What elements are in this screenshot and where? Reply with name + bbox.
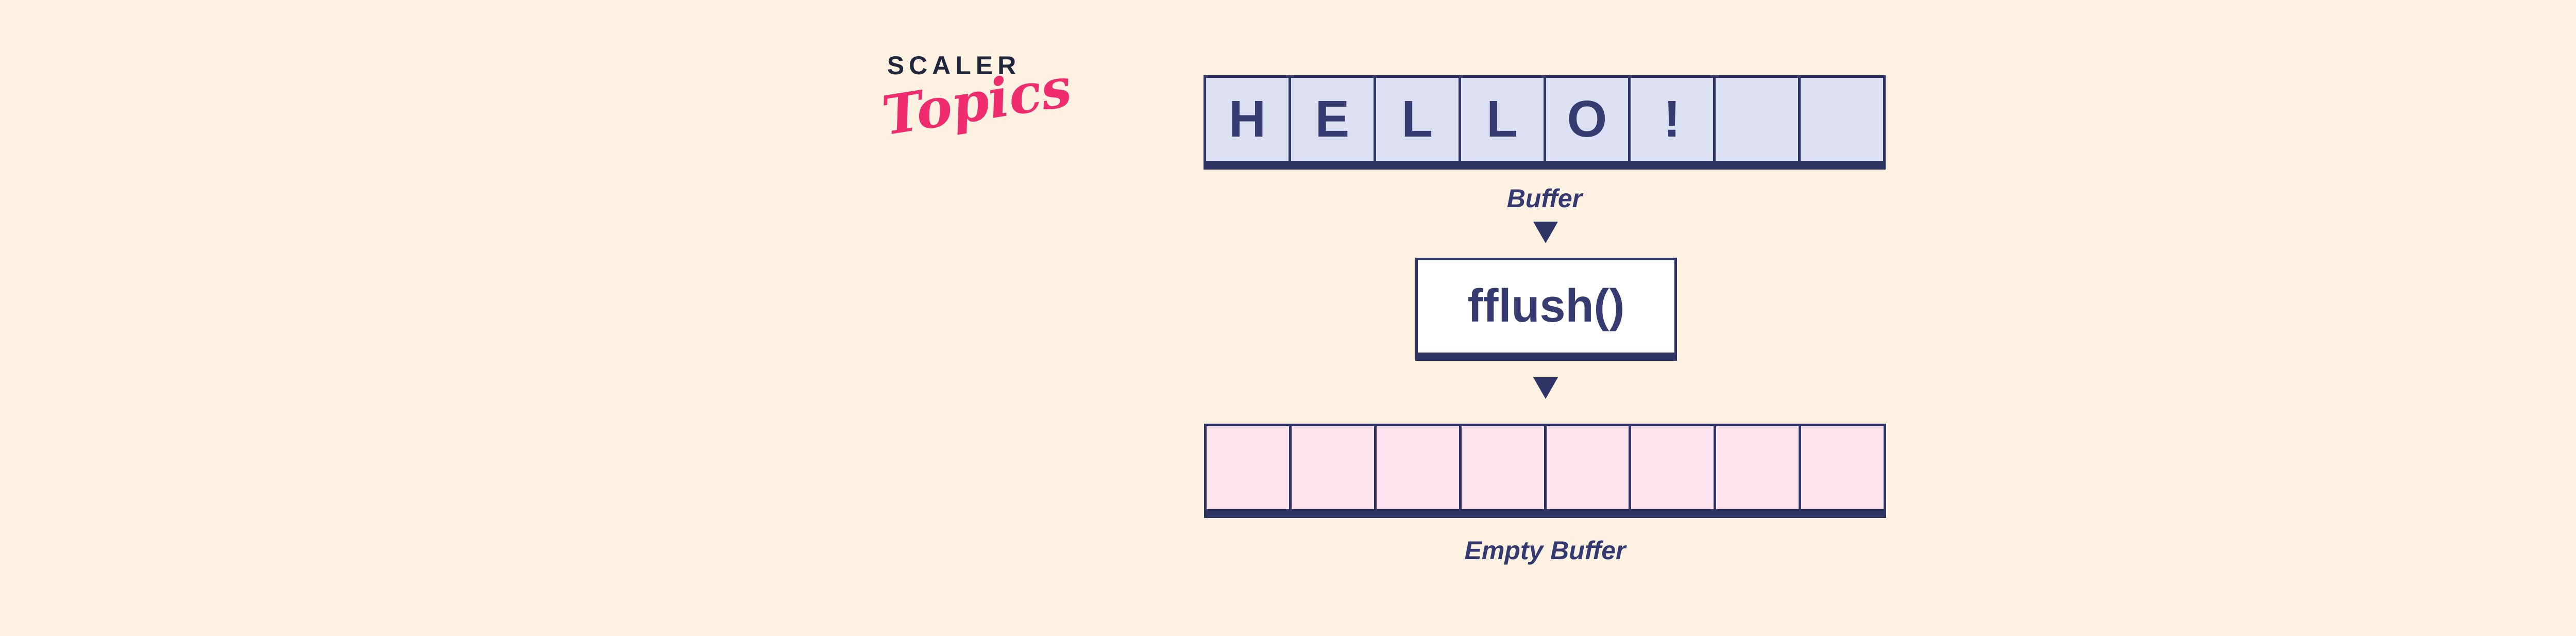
empty-buffer-row: Empty Buffer bbox=[1204, 424, 1886, 565]
buffer-cell bbox=[1801, 78, 1883, 161]
buffer-underline bbox=[1204, 509, 1886, 518]
buffer-cell bbox=[1376, 426, 1462, 509]
buffer-underline bbox=[1204, 161, 1886, 170]
buffer-cell bbox=[1207, 426, 1292, 509]
buffer-cell: H bbox=[1206, 78, 1291, 161]
empty-buffer-cells bbox=[1204, 424, 1886, 509]
buffer-cell: ! bbox=[1631, 78, 1716, 161]
buffer-cell bbox=[1631, 426, 1717, 509]
buffer-cell bbox=[1716, 426, 1802, 509]
logo-brand-text: SCALER bbox=[887, 51, 1021, 80]
buffer-cell: L bbox=[1376, 78, 1461, 161]
buffer-cell bbox=[1716, 78, 1801, 161]
empty-buffer-label: Empty Buffer bbox=[1464, 536, 1626, 565]
arrow-down-icon bbox=[1533, 222, 1558, 243]
buffer-cell: E bbox=[1291, 78, 1376, 161]
fflush-box: fflush() bbox=[1415, 258, 1677, 361]
fflush-box-underline bbox=[1415, 353, 1677, 361]
buffer-cell bbox=[1801, 426, 1884, 509]
buffer-cell: O bbox=[1546, 78, 1631, 161]
buffer-cell bbox=[1461, 426, 1547, 509]
scaler-topics-logo: SCALER Topics bbox=[878, 51, 1076, 147]
fflush-label: fflush() bbox=[1415, 258, 1677, 353]
buffer-label: Buffer bbox=[1506, 184, 1583, 213]
buffer-cell bbox=[1546, 426, 1632, 509]
buffer-cell: L bbox=[1461, 78, 1546, 161]
buffer-cell bbox=[1291, 426, 1377, 509]
arrow-down-icon bbox=[1533, 377, 1558, 399]
